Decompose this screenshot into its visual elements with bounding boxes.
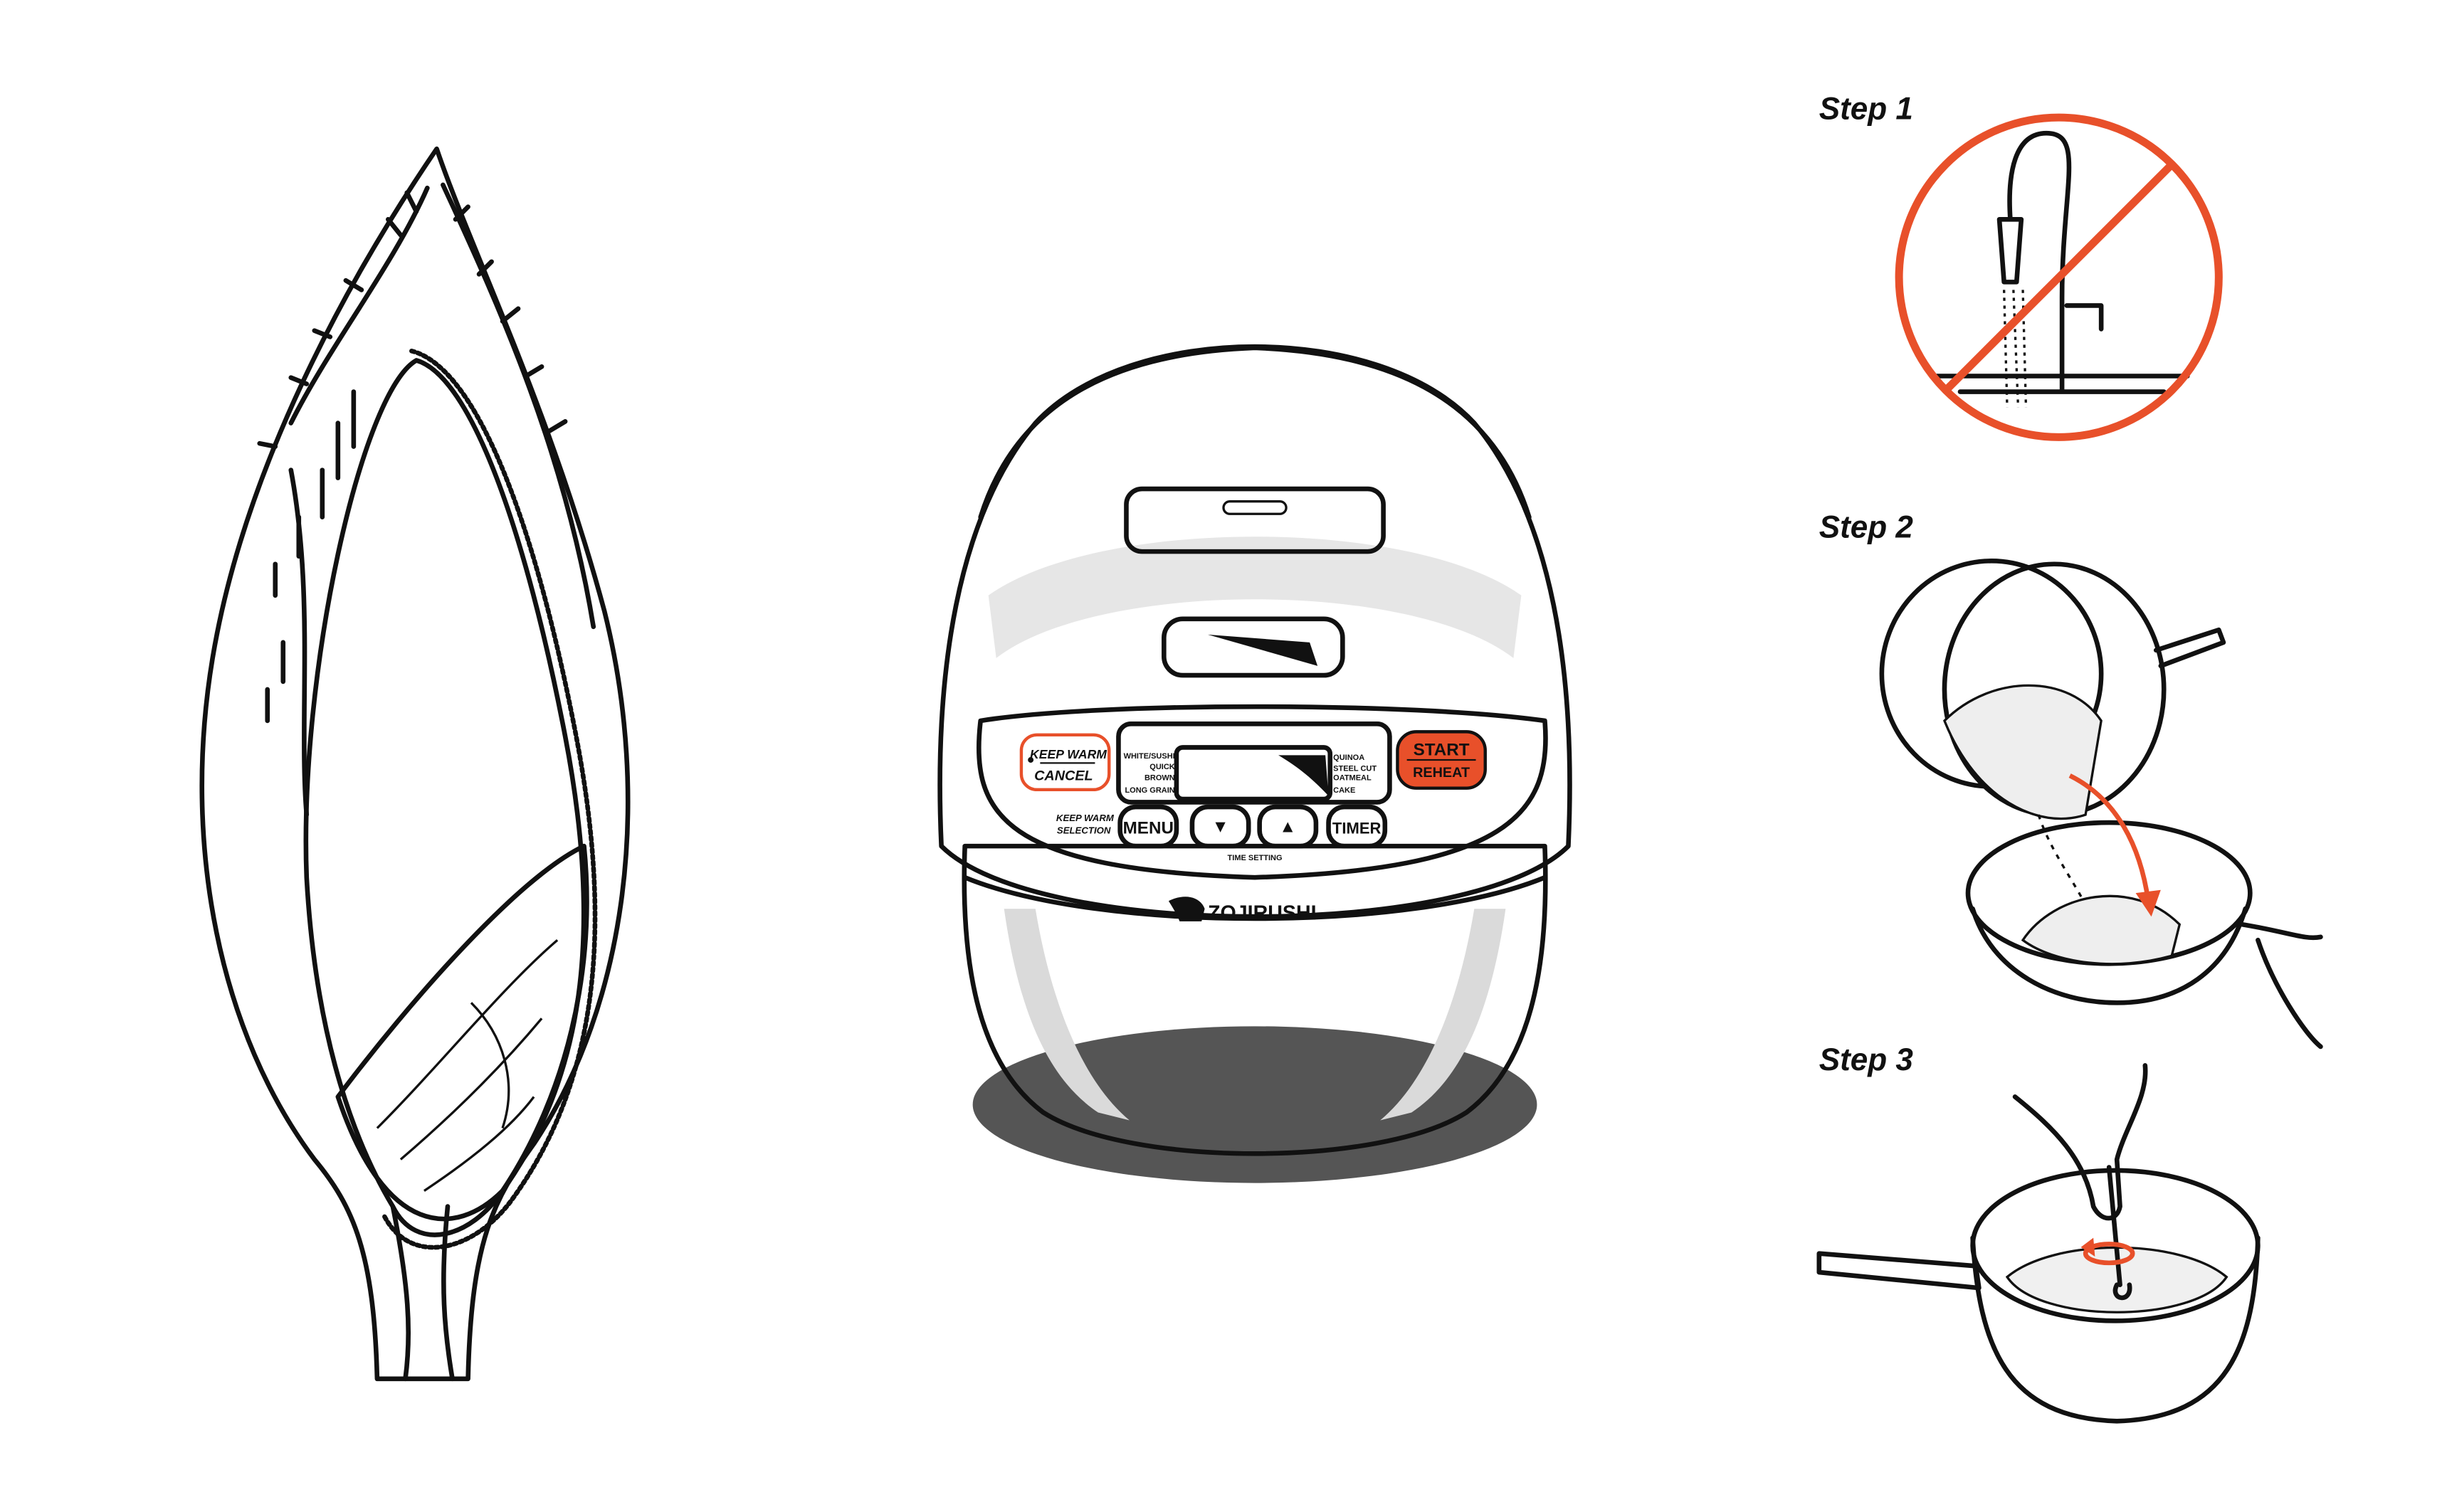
step-2: Step 2 xyxy=(1819,509,2323,1050)
faucet-icon xyxy=(1934,130,2190,394)
cooker-handle xyxy=(978,345,1532,519)
start-label: START xyxy=(1414,740,1470,759)
steam-vent xyxy=(1162,616,1345,678)
strainer-icon xyxy=(1965,820,2323,1050)
menu-button-label: MENU xyxy=(1123,819,1174,838)
menu-button[interactable]: MENU xyxy=(1117,804,1179,849)
menu-option: OATMEAL xyxy=(1333,774,1372,783)
prohibited-icon xyxy=(1895,113,2223,441)
keep-warm-cancel-button[interactable]: KEEP WARM CANCEL xyxy=(1019,733,1111,792)
menu-option: BROWN xyxy=(1144,774,1175,783)
cancel-label: CANCEL xyxy=(1034,768,1093,784)
brand-name: ZOJIRUSHI xyxy=(1208,902,1317,925)
cooker-body xyxy=(962,843,1548,1156)
down-button[interactable]: ▼ xyxy=(1189,804,1251,849)
menu-option: LONG GRAIN xyxy=(1125,786,1174,795)
keep-warm-selection-label: KEEP WARM xyxy=(1056,813,1115,823)
keep-warm-label: KEEP WARM xyxy=(1030,747,1107,761)
lid-release-button[interactable] xyxy=(1124,486,1386,554)
down-arrow-icon: ▼ xyxy=(1212,817,1229,836)
step-3: Step 3 xyxy=(1816,1042,2261,1424)
time-setting-label: TIME SETTING xyxy=(1228,854,1283,862)
up-arrow-icon: ▲ xyxy=(1279,817,1296,836)
display: WHITE/SUSHI QUICK BROWN LONG GRAIN QUINO… xyxy=(1116,721,1392,805)
menu-option: CAKE xyxy=(1333,786,1355,795)
menu-option: STEEL CUT xyxy=(1333,764,1377,773)
menu-option: QUICK xyxy=(1149,763,1174,771)
start-reheat-button[interactable]: START REHEAT xyxy=(1396,730,1487,790)
hand-icon xyxy=(2012,1063,2148,1301)
step-1-label: Step 1 xyxy=(1819,91,1913,126)
timer-button[interactable]: TIMER xyxy=(1326,804,1388,849)
reheat-label: REHEAT xyxy=(1413,765,1470,781)
keep-warm-selection-label: SELECTION xyxy=(1057,825,1111,836)
step-3-label: Step 3 xyxy=(1819,1042,1913,1077)
step-1: Step 1 xyxy=(1819,91,2223,441)
rice-cooker: KEEP WARM CANCEL WHITE/SUSHI QUICK BROWN… xyxy=(937,344,1572,1183)
menu-option: QUINOA xyxy=(1333,754,1364,762)
rice-grain-cross-section xyxy=(199,146,631,1382)
menu-option: WHITE/SUSHI xyxy=(1124,752,1175,761)
brand-logo: ZOJIRUSHI xyxy=(1168,897,1317,925)
saucepan-icon xyxy=(1816,1168,2261,1424)
stir-arrow-icon xyxy=(2080,1237,2135,1266)
control-panel xyxy=(976,704,1548,880)
timer-button-label: TIMER xyxy=(1332,820,1382,837)
pour-arrow-icon xyxy=(2068,773,2151,902)
step-2-label: Step 2 xyxy=(1819,509,1914,544)
up-button[interactable]: ▲ xyxy=(1257,804,1319,849)
pot-icon xyxy=(1879,559,2226,820)
